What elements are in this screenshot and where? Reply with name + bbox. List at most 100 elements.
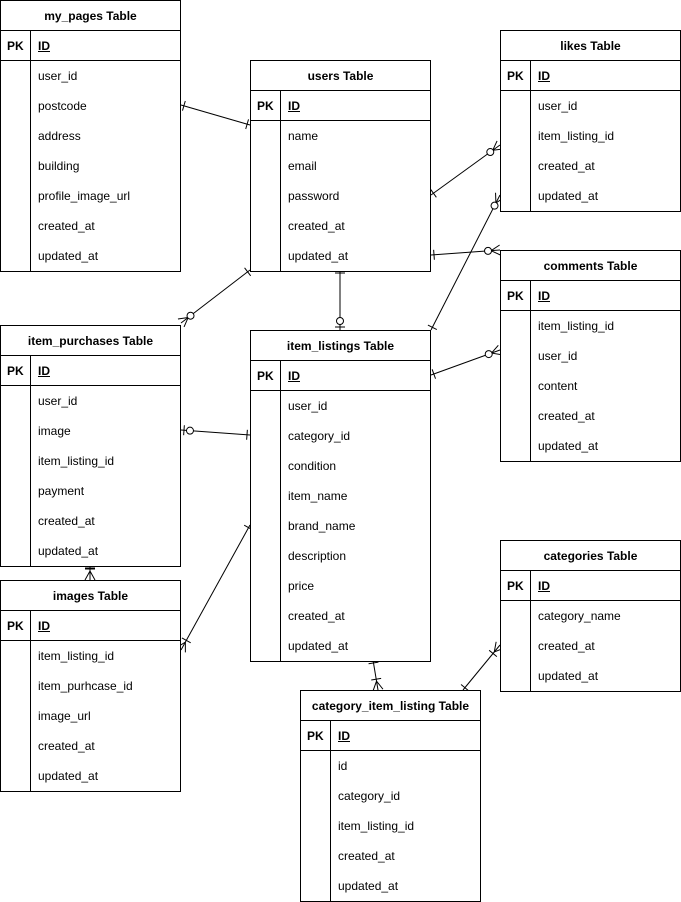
pk-field: ID [538,289,550,303]
table-field: email [288,159,317,173]
key-column [301,751,331,901]
key-column [251,391,281,661]
relationship-connector [460,641,505,692]
relationship-connector [427,192,505,331]
relationship-connector [335,270,345,330]
one-marker [181,637,191,644]
table-field: brand_name [288,519,356,533]
connector-line [430,144,501,196]
one-marker [245,119,249,130]
table-field: user_id [288,399,328,413]
table-field: item_listing_id [338,819,415,833]
table-field: item_name [288,489,348,503]
table-title: my_pages Table [1,1,180,31]
table-field: address [38,129,81,143]
table-field: user_id [538,99,578,113]
table-field: id [338,759,348,773]
pk-label: PK [251,361,281,390]
connector-line [180,269,251,324]
connector-line [430,349,501,376]
table-field: updated_at [538,669,599,683]
connector-line [430,249,501,256]
pk-label: PK [301,721,331,750]
one-marker [430,188,437,198]
table-field: password [288,189,340,203]
connector-line [372,659,379,691]
table-field: name [288,129,319,143]
relationship-connector [180,425,251,440]
pk-field: ID [538,69,550,83]
table-field: updated_at [538,189,599,203]
table-title: categories Table [501,541,680,571]
pk-label: PK [501,281,531,310]
primary-key-row: PK ID [251,361,430,391]
pk-label: PK [251,91,281,120]
key-column [1,61,31,271]
table-field: image [38,424,71,438]
table-field: updated_at [38,249,99,263]
table-field: item_purhcase_id [38,679,133,693]
one-marker [431,369,436,379]
zero-marker [484,246,493,255]
zero-marker [185,426,194,435]
primary-key-row: PK ID [1,31,180,61]
table-field: created_at [538,639,595,653]
relationship-connector [368,659,384,691]
table-title: item_purchases Table [1,326,180,356]
pk-label: PK [501,61,531,90]
table-field: created_at [288,219,345,233]
table-field: category_id [338,789,401,803]
table-field: item_listing_id [538,129,615,143]
one-marker [183,425,185,436]
table-field: category_id [288,429,351,443]
primary-key-row: PK ID [301,721,480,751]
one-marker [433,249,435,260]
pk-field: ID [38,39,50,53]
table-field: user_id [38,394,78,408]
relationship-connector [176,524,254,653]
table-field: created_at [338,849,395,863]
relationship-connector [430,344,502,379]
connector-line [430,194,501,331]
pk-field: ID [288,369,300,383]
table-field: content [538,379,578,393]
table-title: users Table [251,61,430,91]
key-column [501,601,531,691]
pk-field: ID [538,579,550,593]
table-title: comments Table [501,251,680,281]
connector-line [180,104,251,126]
primary-key-row: PK ID [501,281,680,311]
connector-line [180,524,251,651]
relationship-connector [177,267,252,328]
pk-field: ID [338,729,350,743]
zero-marker [186,311,195,320]
zero-marker [336,317,344,325]
pk-field: ID [288,99,300,113]
pk-label: PK [1,31,31,60]
table-field: created_at [288,609,345,623]
table-field: created_at [38,739,95,753]
crows-foot-marker [489,244,501,256]
table-field: price [288,579,315,593]
table-field: updated_at [288,249,349,263]
table-title: item_listings Table [251,331,430,361]
primary-key-row: PK ID [501,61,680,91]
table-field: created_at [538,409,595,423]
